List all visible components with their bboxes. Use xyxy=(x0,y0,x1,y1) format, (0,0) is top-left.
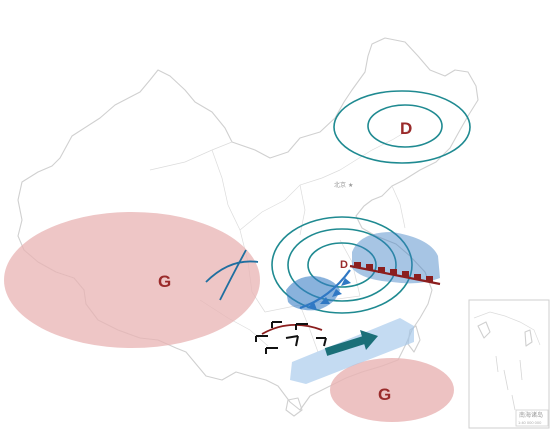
warm-front-symbol xyxy=(426,276,433,282)
jet-arrow-shaft xyxy=(324,336,366,356)
province-border xyxy=(211,149,241,231)
wind-barb xyxy=(265,347,278,354)
high-pressure-area-west xyxy=(4,212,260,348)
trough-line xyxy=(205,260,259,283)
south-china-sea-inset: 南海诸岛 1:40 000 000 xyxy=(468,299,550,429)
wind-barb xyxy=(255,335,268,342)
warm-front xyxy=(349,262,441,286)
low-pressure-label-northeast: D xyxy=(400,119,412,138)
precipitation-band-south xyxy=(290,318,414,384)
inset-scale: 1:40 000 000 xyxy=(518,420,542,425)
high-pressure-label-south: G xyxy=(378,385,391,404)
cold-front-symbol xyxy=(307,302,317,310)
warm-front-symbol xyxy=(378,267,385,273)
wind-barb xyxy=(316,337,327,347)
province-border xyxy=(149,141,233,171)
wind-barb xyxy=(295,323,308,330)
capital-star-icon: ★ xyxy=(348,182,353,189)
isobar xyxy=(333,90,471,164)
low-pressure-label-central: D xyxy=(340,259,348,271)
isobar xyxy=(287,228,397,302)
warm-front-symbols xyxy=(354,262,433,282)
province-border xyxy=(239,169,341,231)
trough-line xyxy=(219,249,247,301)
wind-barb xyxy=(271,321,282,328)
hainan-island xyxy=(285,397,303,417)
capital-marker: 北京 ★ xyxy=(334,181,353,189)
capital-label: 北京 xyxy=(334,181,346,189)
jet-stream-arrow xyxy=(324,330,378,356)
inset-frame xyxy=(468,299,550,429)
province-border xyxy=(339,127,413,171)
inset-coastline xyxy=(473,311,541,346)
warm-front-symbol xyxy=(354,262,361,268)
warm-front-symbol xyxy=(402,271,409,277)
province-border xyxy=(299,184,306,236)
province-border xyxy=(299,304,319,353)
inset-caption-box xyxy=(515,409,549,427)
warm-front-symbol xyxy=(390,269,397,275)
isobar xyxy=(367,104,443,148)
isobar xyxy=(271,216,413,314)
cold-front-symbol xyxy=(341,278,351,286)
inset-island xyxy=(477,321,491,339)
warm-front-symbol xyxy=(414,274,421,280)
isobar xyxy=(307,242,377,288)
inset-island xyxy=(524,329,533,347)
low-pressure-system-central xyxy=(271,216,413,314)
inset-caption: 南海诸岛 xyxy=(519,411,543,419)
low-pressure-system-northeast xyxy=(333,90,471,164)
cold-front xyxy=(299,269,351,310)
cold-front-symbol xyxy=(332,289,342,297)
high-pressure-area-south xyxy=(330,358,454,422)
inset-islands xyxy=(495,355,523,411)
shear-line xyxy=(261,323,323,335)
province-border xyxy=(391,185,406,229)
trough-lines xyxy=(205,249,259,301)
warm-front-symbol xyxy=(366,264,373,270)
wind-barbs xyxy=(255,321,327,354)
high-pressure-label-west: G xyxy=(158,272,171,291)
wind-barb xyxy=(285,335,299,347)
jet-arrow-head xyxy=(360,330,378,350)
cold-front-line xyxy=(299,269,351,310)
cold-front-symbols xyxy=(307,278,351,310)
cold-front-symbol xyxy=(320,297,330,304)
